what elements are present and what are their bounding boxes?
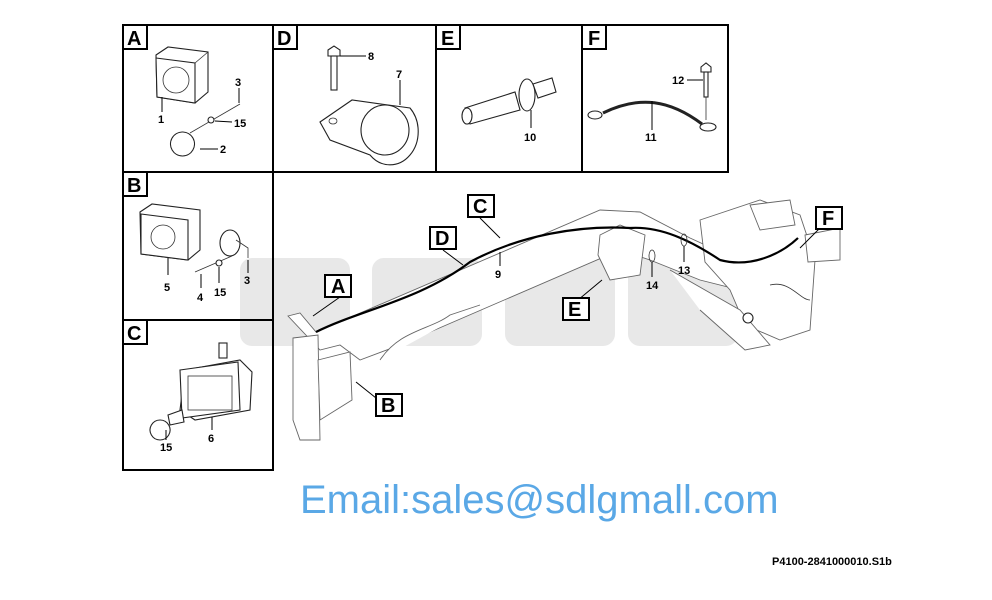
part-number-13: 13 xyxy=(678,233,690,277)
svg-text:F: F xyxy=(822,208,834,230)
svg-text:6: 6 xyxy=(208,433,214,445)
panel-f-drawing: 12 11 xyxy=(587,62,717,144)
panel-a-drawing: 1 15 3 2 xyxy=(155,46,246,157)
panel-label-b: B xyxy=(122,171,148,197)
callout-d: D xyxy=(429,226,464,266)
main-callouts: A B C D E F 9 13 14 xyxy=(312,194,843,417)
svg-text:11: 11 xyxy=(645,132,657,144)
svg-text:F: F xyxy=(588,28,600,50)
panel-label-e: E xyxy=(435,24,461,50)
svg-text:E: E xyxy=(441,28,454,50)
panel-labels: A D E F B C xyxy=(122,24,607,345)
svg-text:C: C xyxy=(127,323,141,345)
callout-a: A xyxy=(312,274,352,317)
drawing-id: P4100-2841000010.S1b xyxy=(772,556,892,568)
panel-e-drawing: 10 xyxy=(461,77,557,144)
svg-text:9: 9 xyxy=(495,269,501,281)
svg-text:2: 2 xyxy=(220,144,226,156)
svg-text:B: B xyxy=(381,395,395,417)
svg-text:D: D xyxy=(277,28,291,50)
svg-text:13: 13 xyxy=(678,265,690,277)
callout-e: E xyxy=(562,279,603,321)
main-assembly-drawing xyxy=(287,199,841,441)
svg-text:C: C xyxy=(473,196,487,218)
panel-c-drawing: 15 6 xyxy=(149,342,253,454)
svg-text:1: 1 xyxy=(158,114,164,126)
svg-text:8: 8 xyxy=(368,51,374,63)
callout-c: C xyxy=(467,194,501,239)
svg-text:B: B xyxy=(127,175,141,197)
part-number-14: 14 xyxy=(646,249,659,292)
callout-f: F xyxy=(799,206,843,249)
panel-label-d: D xyxy=(272,24,298,50)
svg-text:D: D xyxy=(435,228,449,250)
panel-b-drawing: 5 3 15 4 xyxy=(139,203,250,304)
part-number-9: 9 xyxy=(495,252,501,281)
svg-text:A: A xyxy=(127,28,141,50)
svg-text:4: 4 xyxy=(197,292,204,304)
panel-label-a: A xyxy=(122,24,148,50)
callout-b: B xyxy=(355,381,403,417)
svg-text:15: 15 xyxy=(214,287,226,299)
svg-text:3: 3 xyxy=(244,275,250,287)
svg-text:15: 15 xyxy=(160,442,172,454)
svg-text:3: 3 xyxy=(235,77,241,89)
panel-label-f: F xyxy=(581,24,607,50)
svg-text:12: 12 xyxy=(672,75,684,87)
svg-text:7: 7 xyxy=(396,69,402,81)
svg-text:A: A xyxy=(331,276,345,298)
svg-text:14: 14 xyxy=(646,280,659,292)
svg-text:5: 5 xyxy=(164,282,170,294)
panel-label-c: C xyxy=(122,319,148,345)
watermark-text: Email:sales@sdlgmall.com xyxy=(300,478,779,522)
panel-d-drawing: 8 7 xyxy=(319,45,419,166)
svg-text:10: 10 xyxy=(524,132,536,144)
svg-text:E: E xyxy=(568,299,581,321)
svg-text:15: 15 xyxy=(234,118,246,130)
